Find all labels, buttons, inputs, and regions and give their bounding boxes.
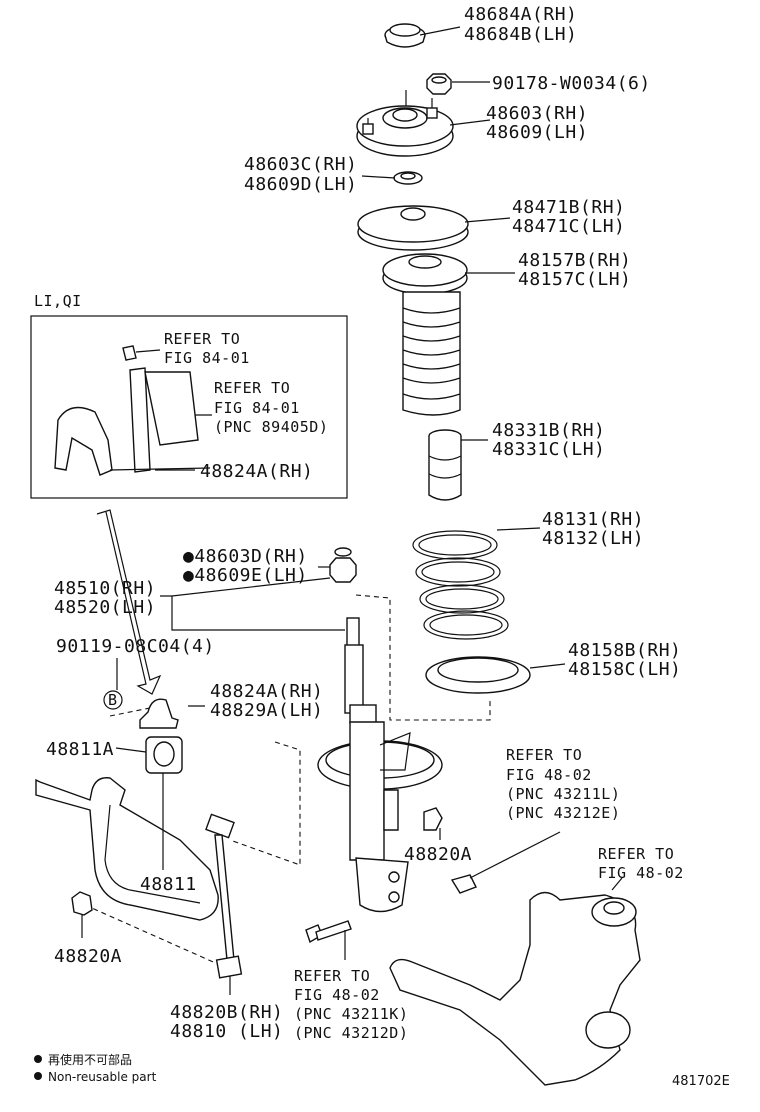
- label-48331b: 48331B(RH): [492, 420, 605, 441]
- ref-far-right-line1: REFER TO: [598, 845, 674, 863]
- label-48824a: 48824A(RH): [210, 681, 323, 702]
- label-48471c: 48471C(LH): [512, 216, 625, 237]
- ref-bottom-line3: (PNC 43211K): [294, 1005, 408, 1023]
- strut-nut-drawing: [329, 547, 357, 583]
- label-48609d: 48609D(LH): [244, 174, 357, 195]
- bearing-drawing: [393, 171, 423, 185]
- assembly-guide-dashes: [84, 594, 491, 966]
- label-48603: 48603(RH): [486, 103, 588, 124]
- shock-absorber-drawing: [317, 617, 443, 913]
- ref-right-line1: REFER TO: [506, 746, 582, 764]
- label-48603c: 48603C(RH): [244, 154, 357, 175]
- legend-bullet-en: [34, 1072, 42, 1080]
- strut-cap-drawing: [384, 23, 426, 48]
- legend-en: Non-reusable part: [48, 1070, 157, 1084]
- label-48157c: 48157C(LH): [518, 269, 631, 290]
- legend-cn: 再使用不可部品: [48, 1052, 132, 1067]
- inset-box: [30, 315, 348, 499]
- inset-ref2-line1: REFER TO: [214, 379, 290, 397]
- dust-boot-drawing: [382, 253, 468, 416]
- label-48603d: ●48603D(RH): [183, 546, 308, 567]
- label-48684b: 48684B(LH): [464, 24, 577, 45]
- label-48820a-left: 48820A: [54, 946, 122, 967]
- label-48609: 48609(LH): [486, 122, 588, 143]
- label-48510: 48510(RH): [54, 578, 156, 599]
- nut-drawing: [426, 73, 452, 95]
- label-48811a: 48811A: [46, 739, 114, 760]
- label-48820b: 48820B(RH): [170, 1002, 283, 1023]
- nut-48820a-drawing: [423, 807, 443, 831]
- stabilizer-bushing-drawing: [145, 736, 183, 774]
- bump-stop-drawing: [428, 429, 462, 501]
- inset-ref2-line2: FIG 84-01: [214, 399, 300, 417]
- ref-right-line3: (PNC 43211L): [506, 785, 620, 803]
- ref-right-line2: FIG 48-02: [506, 766, 592, 784]
- ref-right-line4: (PNC 43212E): [506, 804, 620, 822]
- bolt-drawing: [305, 920, 352, 944]
- insertion-arrow: [96, 509, 162, 695]
- inset-ref1-line1: REFER TO: [164, 330, 240, 348]
- label-48158b: 48158B(RH): [568, 640, 681, 661]
- steering-knuckle-drawing: [389, 874, 641, 1086]
- ref-bottom-line2: FIG 48-02: [294, 986, 380, 1004]
- spring-seat-drawing: [357, 205, 469, 251]
- label-48684a: 48684A(RH): [464, 4, 577, 25]
- ref-bottom-line4: (PNC 43212D): [294, 1024, 408, 1042]
- label-48811: 48811: [140, 874, 197, 895]
- strut-mount-drawing: [356, 90, 454, 157]
- coil-spring-drawing: [412, 530, 509, 640]
- label-90178: 90178-W0034(6): [492, 73, 651, 94]
- inset-title: LI,QI: [34, 292, 82, 310]
- label-90119: 90119-08C04(4): [56, 636, 215, 657]
- circle-b-marker: [103, 690, 123, 710]
- label-48520: 48520(LH): [54, 597, 156, 618]
- label-48810: 48810 (LH): [170, 1021, 283, 1042]
- label-48157b: 48157B(RH): [518, 250, 631, 271]
- leader-lines: [81, 26, 623, 995]
- stabilizer-link-drawing: [205, 813, 243, 979]
- diagram-id: 481702E: [672, 1074, 730, 1089]
- label-48609e: ●48609E(LH): [183, 565, 308, 586]
- label-48820a-mid: 48820A: [404, 844, 472, 865]
- inset-ref1-line2: FIG 84-01: [164, 349, 250, 367]
- ref-bottom-line1: REFER TO: [294, 967, 370, 985]
- label-48331c: 48331C(LH): [492, 439, 605, 460]
- label-48158c: 48158C(LH): [568, 659, 681, 680]
- legend-bullet-cn: [34, 1055, 42, 1063]
- inset-ref2-line3: (PNC 89405D): [214, 418, 328, 436]
- nut-48820a-left-drawing: [71, 891, 93, 916]
- bracket-48824a-drawing: [139, 698, 179, 729]
- stabilizer-bar-drawing: [35, 777, 219, 921]
- lower-insulator-drawing: [425, 656, 531, 694]
- label-48471b: 48471B(RH): [512, 197, 625, 218]
- label-48132: 48132(LH): [542, 528, 644, 549]
- circle-b-label: B: [108, 691, 118, 709]
- label-48131: 48131(RH): [542, 509, 644, 530]
- ref-far-right-line2: FIG 48-02: [598, 864, 684, 882]
- inset-part-label: 48824A(RH): [200, 461, 313, 482]
- label-48829a: 48829A(LH): [210, 700, 323, 721]
